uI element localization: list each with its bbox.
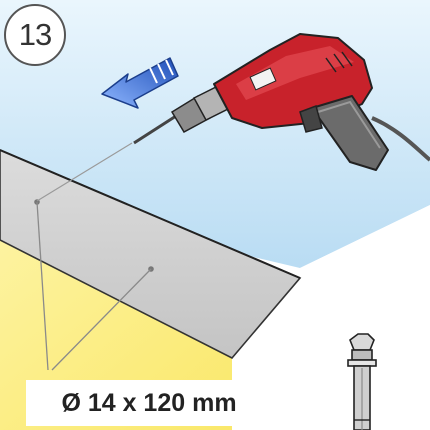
anchor-bolt-icon bbox=[347, 333, 377, 430]
dimension-text: Ø 14 x 120 mm bbox=[61, 388, 237, 417]
dimension-label: Ø 14 x 120 mm bbox=[26, 380, 272, 426]
step-badge: 13 bbox=[4, 4, 66, 66]
white-area bbox=[230, 205, 430, 430]
step-number: 13 bbox=[18, 17, 52, 52]
leader-lines bbox=[36, 201, 152, 371]
direction-arrow-icon bbox=[101, 57, 179, 109]
drill-icon bbox=[133, 33, 430, 171]
drill-guide-line bbox=[36, 142, 133, 202]
